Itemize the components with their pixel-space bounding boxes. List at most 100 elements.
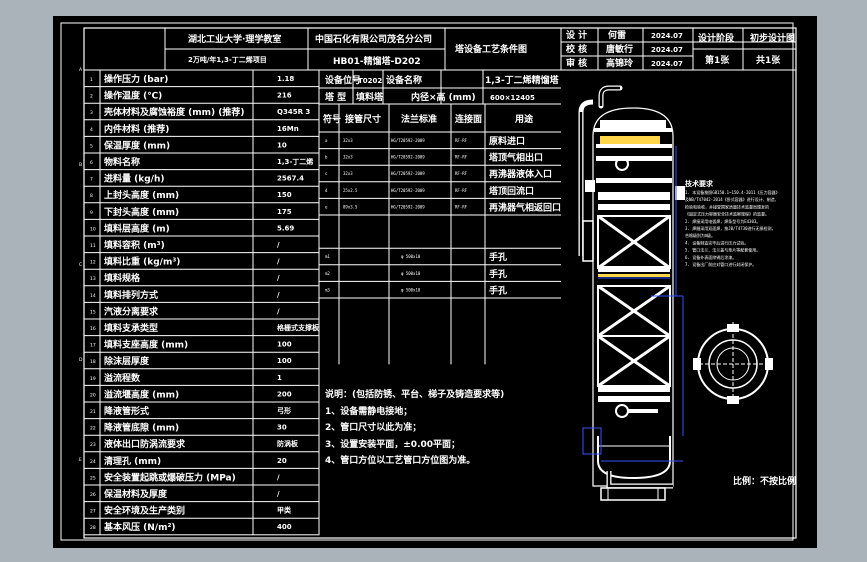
param-name: 降液管底隙 (mm)	[104, 422, 179, 434]
manhole-symbol: m2	[325, 271, 330, 276]
nozzle-header: 连接面	[455, 113, 482, 125]
nozzle-size: 25x2.5	[343, 188, 358, 193]
diam-value: 600×12405	[490, 94, 535, 102]
nozzle-symbol: a	[325, 138, 328, 143]
param-name: 壳体材料及腐蚀裕度 (mm) (推荐)	[103, 106, 244, 118]
param-value: /	[277, 241, 280, 249]
param-value: 弓形	[277, 406, 291, 415]
param-number: 24	[90, 459, 96, 465]
param-number: 15	[90, 309, 96, 315]
nozzle-standard: HG/T20592-2009	[391, 138, 425, 143]
param-value: 格栅式支撑板	[277, 323, 320, 332]
nozzle-standard: HG/T20592-2009	[391, 171, 425, 176]
param-number: 4	[90, 127, 93, 133]
param-value: 216	[277, 92, 292, 100]
param-value: 175	[277, 208, 292, 216]
param-name: 上封头高度 (mm)	[104, 189, 179, 201]
diam-label: 内径×高 (mm)	[411, 91, 476, 103]
manhole-use: 手孔	[489, 251, 507, 263]
tech-req-line: 5. 管口法兰、法兰盖与垫片等配套使用。	[685, 247, 760, 253]
param-value: 100	[277, 341, 292, 349]
sign-role: 校 核	[566, 43, 587, 55]
param-number: 14	[90, 293, 96, 299]
tech-req-line: 2. 焊接采用电弧焊，焊条型号为E4303。	[685, 218, 760, 224]
param-value: 5.69	[277, 224, 294, 232]
nozzle-header: 接管尺寸	[345, 113, 381, 125]
page-number: 第1张	[705, 54, 730, 66]
nozzle-use: 再沸器液体入口	[489, 168, 552, 180]
param-name: 降液管形式	[104, 405, 149, 417]
tech-req-line: 4. 设备制造完毕后进行压力试验。	[685, 239, 748, 245]
sign-name: 高锦玲	[606, 57, 634, 69]
param-value: /	[277, 291, 280, 299]
param-number: 22	[90, 426, 96, 432]
param-number: 11	[90, 243, 96, 249]
page-total: 共1张	[756, 54, 781, 66]
param-value: 16Mn	[277, 125, 299, 133]
title-block: 湖北工业大学·理学教室 中国石化有限公司茂名分公司 塔设备工艺条件图 2万吨/年…	[83, 27, 797, 71]
param-name: 液体出口防涡流要求	[104, 438, 186, 450]
param-number: 2	[90, 94, 93, 100]
sign-role: 审 核	[566, 57, 587, 69]
nozzle-face: RF-RF	[455, 188, 468, 193]
border-letter: E	[79, 457, 82, 463]
border-letter: C	[79, 262, 82, 268]
sign-name: 唐敏行	[606, 43, 633, 55]
tech-req-line: 检验和验收，并接受国家质量技术监督局颁发的	[685, 203, 769, 209]
param-value: 10	[277, 141, 287, 149]
param-name: 进料量 (kg/h)	[104, 173, 164, 185]
param-value: 30	[277, 424, 287, 432]
tech-req-line: 合格级别为Ⅱ级。	[685, 232, 715, 238]
param-value: 400	[277, 523, 292, 531]
param-name: 内件材料 (推荐)	[104, 123, 169, 135]
tech-req-line: 3. 焊缝采用双面焊，按JB/T4730进行无损检测，	[685, 225, 776, 231]
param-number: 23	[90, 442, 96, 448]
border-letter: D	[79, 357, 83, 363]
stage-label: 设计阶段	[698, 32, 735, 44]
param-number: 6	[90, 160, 93, 166]
param-number: 28	[90, 525, 96, 531]
param-number: 13	[90, 276, 96, 282]
param-value: /	[277, 473, 280, 481]
border-letter: A	[79, 67, 83, 73]
param-name: 汽液分离要求	[104, 305, 159, 317]
param-number: 3	[90, 110, 93, 116]
manhole-symbol: m3	[325, 287, 330, 292]
type-value: 填料塔	[356, 91, 384, 103]
tech-req-line: 6. 设备外表面除锈后涂漆。	[685, 254, 736, 260]
drawing-sheet: A B C D E 湖北工业大学·理学教室 中国石化有限公司茂名分公司 塔设备工…	[53, 16, 817, 548]
param-number: 5	[90, 143, 93, 149]
stage-value: 初步设计图	[750, 32, 795, 44]
param-name: 清理孔 (mm)	[104, 455, 161, 467]
param-value: Q345R 3	[277, 108, 310, 116]
param-value: 防涡板	[277, 439, 299, 448]
manhole-size: φ 500x10	[401, 287, 421, 292]
tag-label: 设备位号	[325, 74, 361, 86]
notes-title: 说明：(包括防锈、平台、梯子及铸造要求等)	[325, 388, 504, 400]
param-number: 1	[90, 77, 93, 83]
nozzle-header: 法兰标准	[401, 113, 437, 125]
nozzle-use: 塔顶回流口	[489, 185, 534, 197]
param-value: 1.18	[277, 75, 294, 83]
notes: 说明：(包括防锈、平台、梯子及铸造要求等) 1、设备需静电接地； 2、管口尺寸以…	[325, 388, 504, 466]
sign-role: 设 计	[566, 29, 587, 41]
tech-req-line: 1. 本设备按照GB150.1~150.4-2011《压力容器》	[685, 189, 780, 195]
nozzle-symbol: b	[325, 155, 328, 160]
param-name: 填料层高度 (m)	[104, 222, 170, 234]
note-line: 2、管口尺寸以此为准；	[325, 421, 421, 433]
param-name: 保温材料及厚度	[103, 488, 168, 500]
name-label: 设备名称	[386, 74, 422, 86]
param-number: 10	[90, 226, 96, 232]
param-name: 溢流程数	[104, 372, 141, 384]
param-name: 操作温度 (℃)	[104, 90, 162, 102]
param-name: 操作压力 (bar)	[104, 73, 168, 85]
param-number: 9	[90, 210, 93, 216]
nozzle-size: 89x3.5	[343, 204, 358, 209]
sign-date: 2024.07	[651, 46, 683, 54]
param-value: 1,3-丁二烯	[277, 157, 313, 166]
manhole-symbol: m1	[325, 254, 330, 259]
sheet-title: 塔设备工艺条件图	[455, 43, 527, 55]
outer-frame	[60, 22, 794, 541]
nozzle-standard: HG/T20592-2009	[391, 155, 425, 160]
nozzle-symbol: e	[325, 204, 328, 209]
